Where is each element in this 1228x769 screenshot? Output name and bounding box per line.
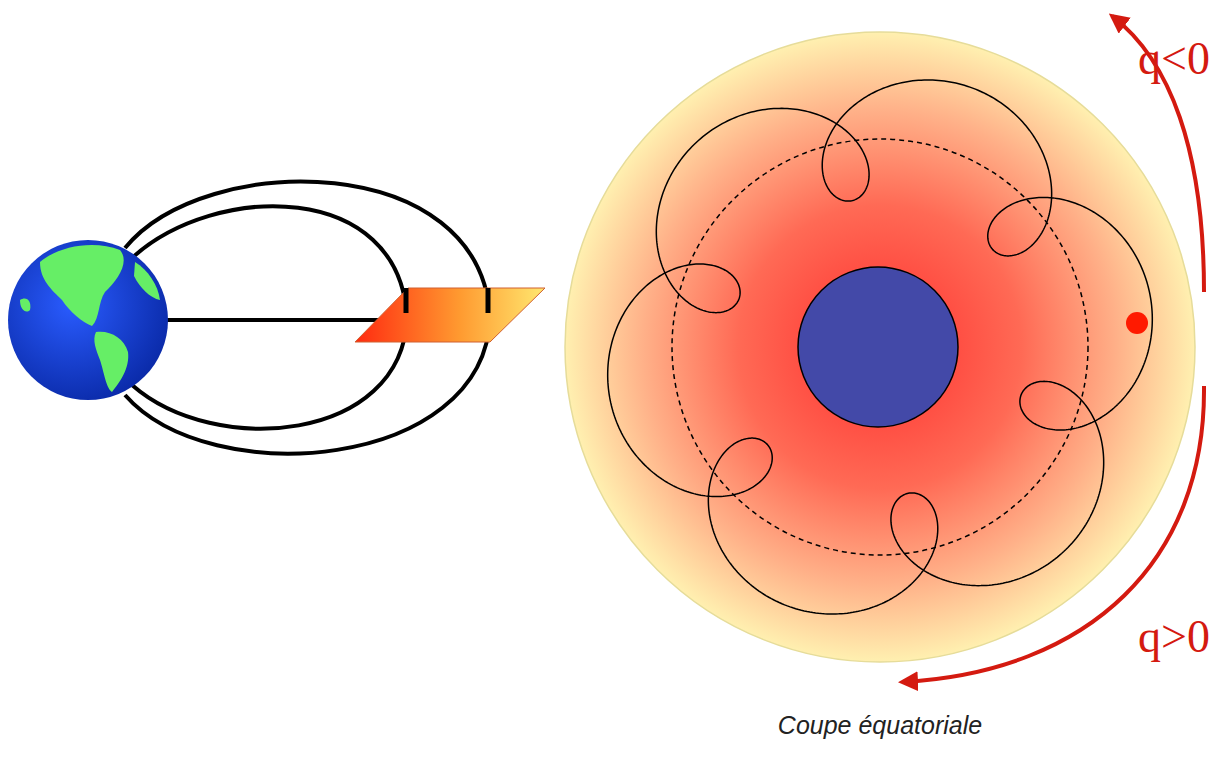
field-line-ticks: [406, 288, 488, 313]
planet-section: [798, 267, 958, 427]
drift-circle: [672, 139, 1088, 555]
section-caption: Coupe équatoriale: [778, 713, 982, 738]
equatorial-plane: [355, 288, 545, 342]
charge-label: q<0: [1138, 36, 1210, 82]
charge-label: q>0: [1138, 614, 1210, 660]
earth: [8, 240, 168, 400]
ring-current-region: [565, 32, 1195, 662]
field-line: [132, 206, 407, 428]
particle: [1126, 312, 1148, 334]
trajectory: [608, 80, 1153, 614]
drift-trajectory: [608, 80, 1153, 614]
